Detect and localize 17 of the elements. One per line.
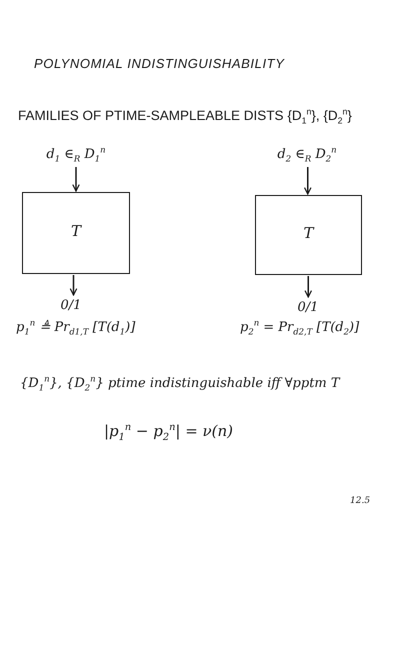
output-label: 0/1 [290,298,326,318]
arrow [70,275,78,296]
arrow [304,167,312,195]
subtitle: FAMILIES OF PTIME-SAMPLEABLE DISTS {D$_{1}$$^{n}$}, {D$_{2}$$^{n}$} [18,108,352,124]
process-box [255,195,362,275]
definition-text: {D$_{1}$$^{n}$}, {D$_{2}$$^{n}$} ptime indistinguishable iff ∀pptm T [20,376,340,392]
box-label: T [70,222,81,240]
equation: |p$_{1}$$^{n}$ − p$_{2}$$^{n}$| = ν(n) [104,422,234,440]
box-label: T [303,224,314,242]
formula: p$_{1}$$^{n}$ ≜ Pr$_{d1,T}$ [T(d$_{1}$)] [16,320,136,336]
process-box [22,192,130,274]
title: POLYNOMIAL INDISTINGUISHABILITY [34,56,284,72]
arrow [304,276,312,298]
arrow [72,167,80,192]
formula: p$_{2}$$^{n}$ = Pr$_{d2,T}$ [T(d$_{2}$)] [240,320,360,336]
output-label: 0/1 [54,296,88,316]
page-number: 12.5 [350,496,370,507]
